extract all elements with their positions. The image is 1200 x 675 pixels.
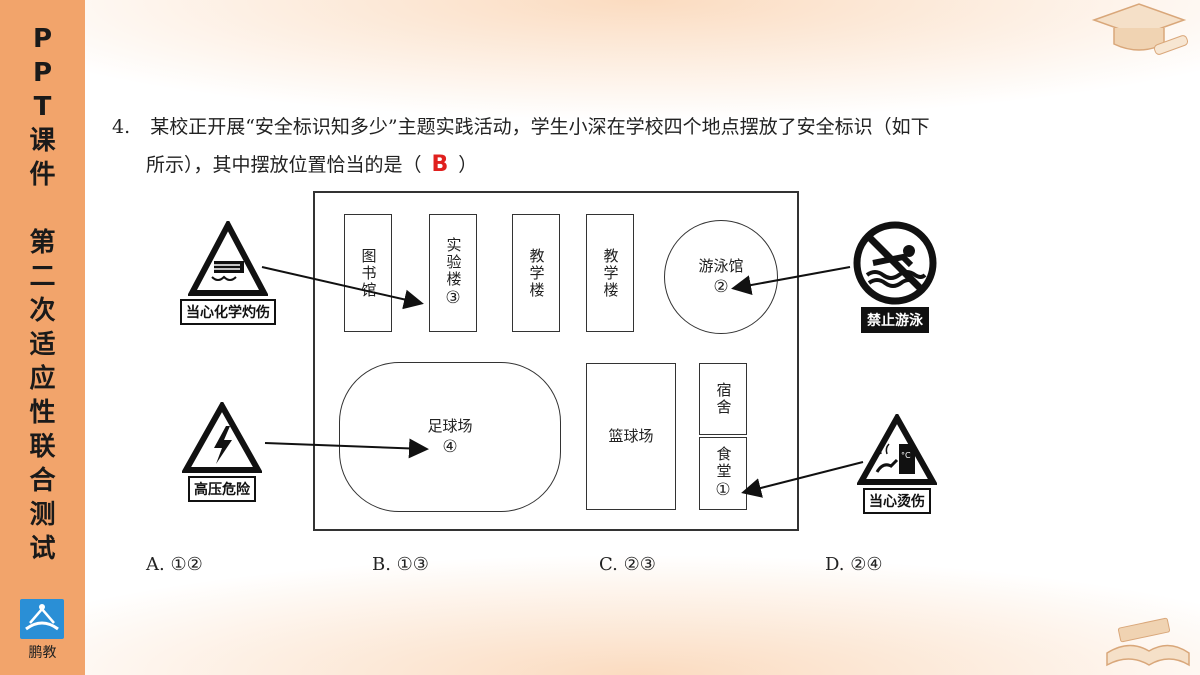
library-building: 图书馆 xyxy=(344,214,392,332)
chemical-warning-icon xyxy=(188,221,268,296)
sidebar-char: 性 xyxy=(29,398,56,428)
brand-name: 鹏教 xyxy=(28,645,57,661)
option-a[interactable]: A. ①② xyxy=(146,554,203,575)
sidebar-char: 适 xyxy=(29,330,56,360)
question-line-2: 所示），其中摆放位置恰当的是（ B ） xyxy=(112,146,1072,184)
sidebar-title: P P T 课 件 第 二 次 适 应 性 联 合 测 试 xyxy=(0,22,85,566)
football-label: 足球场 xyxy=(427,417,473,435)
question-paren: ） xyxy=(458,154,478,176)
teaching-label-2: 教学楼 xyxy=(601,247,620,299)
sidebar-char: 课 xyxy=(29,126,56,156)
voltage-sign-label: 高压危险 xyxy=(188,476,256,502)
chemical-sign-label: 当心化学灼伤 xyxy=(180,299,276,325)
sidebar-char: 第 xyxy=(29,228,56,258)
option-d[interactable]: D. ②④ xyxy=(825,554,883,575)
scald-sign-label: 当心烫伤 xyxy=(863,488,931,514)
scald-warning-sign: °C 当心烫伤 xyxy=(857,414,937,514)
dorm-label: 宿舍 xyxy=(714,382,733,416)
graduation-cap-icon xyxy=(1091,3,1189,55)
teaching-building-2: 教学楼 xyxy=(586,214,634,332)
sidebar-char: P xyxy=(32,58,53,88)
sidebar-char: P xyxy=(32,24,53,54)
pool-building: 游泳馆 ② xyxy=(664,220,778,334)
chemical-burn-sign: 当心化学灼伤 xyxy=(180,221,276,325)
pool-marker: ② xyxy=(713,277,729,297)
canteen-marker: ① xyxy=(715,480,731,500)
question-number: 4. xyxy=(112,116,131,138)
answer-label: B xyxy=(431,152,449,177)
sidebar-char: T xyxy=(33,92,52,122)
sidebar-char: 试 xyxy=(29,534,56,564)
sidebar-char: 应 xyxy=(29,364,56,394)
no-swim-sign-label: 禁止游泳 xyxy=(861,307,929,333)
dorm-building: 宿舍 xyxy=(699,363,747,435)
sidebar: P P T 课 件 第 二 次 适 应 性 联 合 测 试 鹏教 xyxy=(0,0,85,675)
sidebar-char: 次 xyxy=(29,296,56,326)
basketball-label: 篮球场 xyxy=(608,427,654,445)
high-voltage-icon xyxy=(182,402,262,473)
sidebar-char: 二 xyxy=(29,262,56,292)
sidebar-char: 联 xyxy=(29,432,56,462)
question-line-1: 4. 某校正开展“安全标识知多少”主题实践活动，学生小深在学校四个地点摆放了安全… xyxy=(112,108,1072,146)
svg-text:°C: °C xyxy=(901,451,911,460)
sidebar-char: 件 xyxy=(29,160,56,190)
sidebar-char: 合 xyxy=(29,466,56,496)
basketball-court: 篮球场 xyxy=(586,363,676,510)
football-field: 足球场 ④ xyxy=(339,362,561,512)
campus-map: 图书馆 实验楼 ③ 教学楼 教学楼 游泳馆 ② 足球场 ④ 篮球场 宿舍 食堂 … xyxy=(313,191,799,531)
no-swimming-sign: 禁止游泳 xyxy=(851,221,939,333)
pool-label: 游泳馆 xyxy=(698,257,744,275)
books-icon xyxy=(1106,617,1190,667)
teaching-building-1: 教学楼 xyxy=(512,214,560,332)
answer-options: A. ①② B. ①③ C. ②③ D. ②④ xyxy=(0,554,1200,584)
no-swimming-icon xyxy=(853,221,937,305)
canteen-label: 食堂 xyxy=(714,446,733,480)
lab-building: 实验楼 ③ xyxy=(429,214,477,332)
brand-logo-icon xyxy=(20,599,64,639)
question-stem-end: 所示），其中摆放位置恰当的是（ xyxy=(146,154,422,176)
option-b[interactable]: B. ①③ xyxy=(372,554,429,575)
library-label: 图书馆 xyxy=(359,247,378,299)
option-c[interactable]: C. ②③ xyxy=(599,554,656,575)
lab-label: 实验楼 xyxy=(444,237,463,288)
question-stem: 某校正开展“安全标识知多少”主题实践活动，学生小深在学校四个地点摆放了安全标识（… xyxy=(150,116,930,138)
high-voltage-sign: 高压危险 xyxy=(182,402,262,502)
sidebar-char: 测 xyxy=(29,500,56,530)
football-marker: ④ xyxy=(442,437,458,457)
scald-warning-icon: °C xyxy=(857,414,937,485)
teaching-label-1: 教学楼 xyxy=(527,247,546,299)
canteen-building: 食堂 ① xyxy=(699,437,747,510)
lab-marker: ③ xyxy=(445,288,461,308)
question-text: 4. 某校正开展“安全标识知多少”主题实践活动，学生小深在学校四个地点摆放了安全… xyxy=(112,108,1072,184)
